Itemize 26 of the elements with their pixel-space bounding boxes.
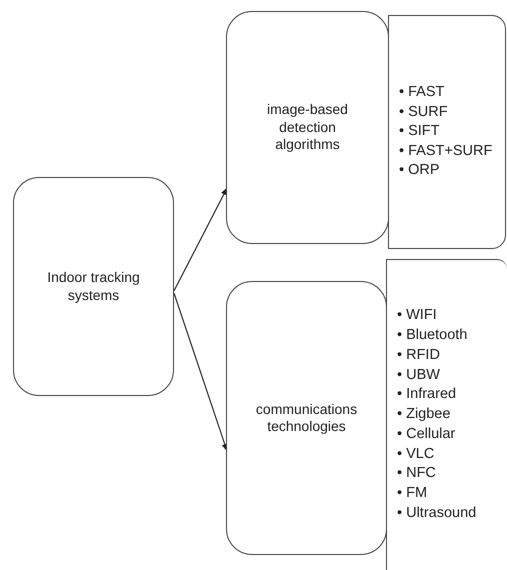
arrow	[173, 292, 228, 452]
list-item: • VLC	[397, 444, 436, 464]
list-item: • FM	[397, 484, 428, 504]
list-item: • ORP	[399, 161, 441, 180]
list-item: • Infrared	[397, 385, 458, 404]
list-item: • RFID	[397, 346, 441, 365]
list-item: • WIFI	[397, 306, 438, 326]
node-label: communications technologies	[254, 400, 358, 436]
list-item: • Ultrasound	[397, 504, 476, 524]
process-box	[13, 177, 174, 396]
list-box	[388, 15, 506, 249]
list-item: • FAST	[399, 83, 446, 102]
node-label: image-based detection algorithms	[266, 101, 349, 154]
node-label: Indoor tracking systems	[46, 269, 141, 304]
list-item: • UBW	[397, 366, 441, 384]
list-item: • SURF	[399, 102, 449, 122]
process-box	[226, 281, 387, 555]
list-item: • Bluetooth	[397, 326, 468, 345]
process-box	[226, 11, 389, 244]
list-item: • FAST+SURF	[399, 142, 492, 161]
list-item: • Zigbee	[397, 405, 452, 424]
list-item: • NFC	[397, 464, 437, 484]
list-item: • Cellular	[397, 424, 456, 444]
list-item: • SIFT	[399, 122, 441, 142]
arrow	[174, 187, 228, 292]
list-box	[386, 259, 507, 570]
